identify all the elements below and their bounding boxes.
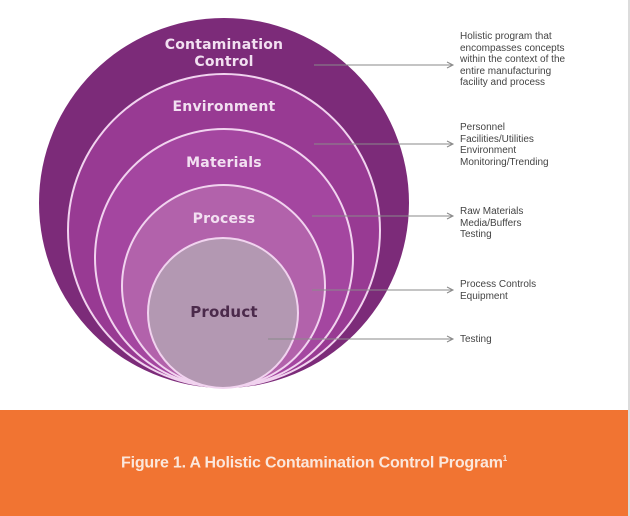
desc-line: Environment	[460, 145, 517, 156]
label-line: Materials	[186, 155, 262, 171]
caption-text: Figure 1. A Holistic Contamination Contr…	[121, 454, 503, 472]
desc-line: encompasses concepts	[460, 42, 565, 54]
desc-line: entire manufacturing	[460, 65, 552, 77]
desc-line: Testing	[460, 229, 492, 240]
ring-product	[147, 237, 299, 389]
desc-line: Facilities/Utilities	[460, 133, 534, 145]
caption-footnote-marker: 1	[502, 453, 507, 463]
label-contamination-control: Contamination Control	[124, 37, 324, 71]
label-process: Process	[124, 211, 324, 228]
desc-line: Monitoring/Trending	[460, 156, 549, 168]
label-product: Product	[124, 304, 324, 321]
desc-line: within the context of the	[460, 54, 566, 65]
desc-line: Raw Materials	[460, 206, 524, 217]
desc-line: Personnel	[460, 122, 506, 133]
desc-line: Process Controls	[460, 279, 537, 290]
connector-arrows	[268, 61, 455, 343]
label-line: Environment	[172, 99, 276, 115]
desc-line: Media/Buffers	[460, 217, 522, 229]
right-border	[628, 0, 630, 516]
label-line: Product	[190, 303, 258, 321]
description-environment: Personnel Facilities/Utilities Environme…	[460, 122, 620, 168]
desc-line: Equipment	[460, 290, 508, 302]
label-materials: Materials	[124, 155, 324, 172]
description-product: Testing	[460, 334, 620, 346]
label-line: Contamination	[164, 37, 284, 53]
label-environment: Environment	[124, 99, 324, 116]
desc-line: Holistic program that	[460, 31, 552, 42]
diagram-area: Contamination Control Environment Materi…	[39, 18, 620, 389]
description-contamination-control: Holistic program that encompasses concep…	[460, 31, 620, 89]
label-line: Process	[192, 211, 256, 227]
description-process: Process Controls Equipment	[460, 279, 620, 302]
figure-caption: Figure 1. A Holistic Contamination Contr…	[121, 454, 507, 472]
label-line: Control	[194, 54, 254, 70]
desc-line: facility and process	[460, 77, 546, 88]
caption-band: Figure 1. A Holistic Contamination Contr…	[0, 410, 628, 516]
desc-line: Testing	[460, 334, 492, 345]
description-materials: Raw Materials Media/Buffers Testing	[460, 206, 620, 241]
